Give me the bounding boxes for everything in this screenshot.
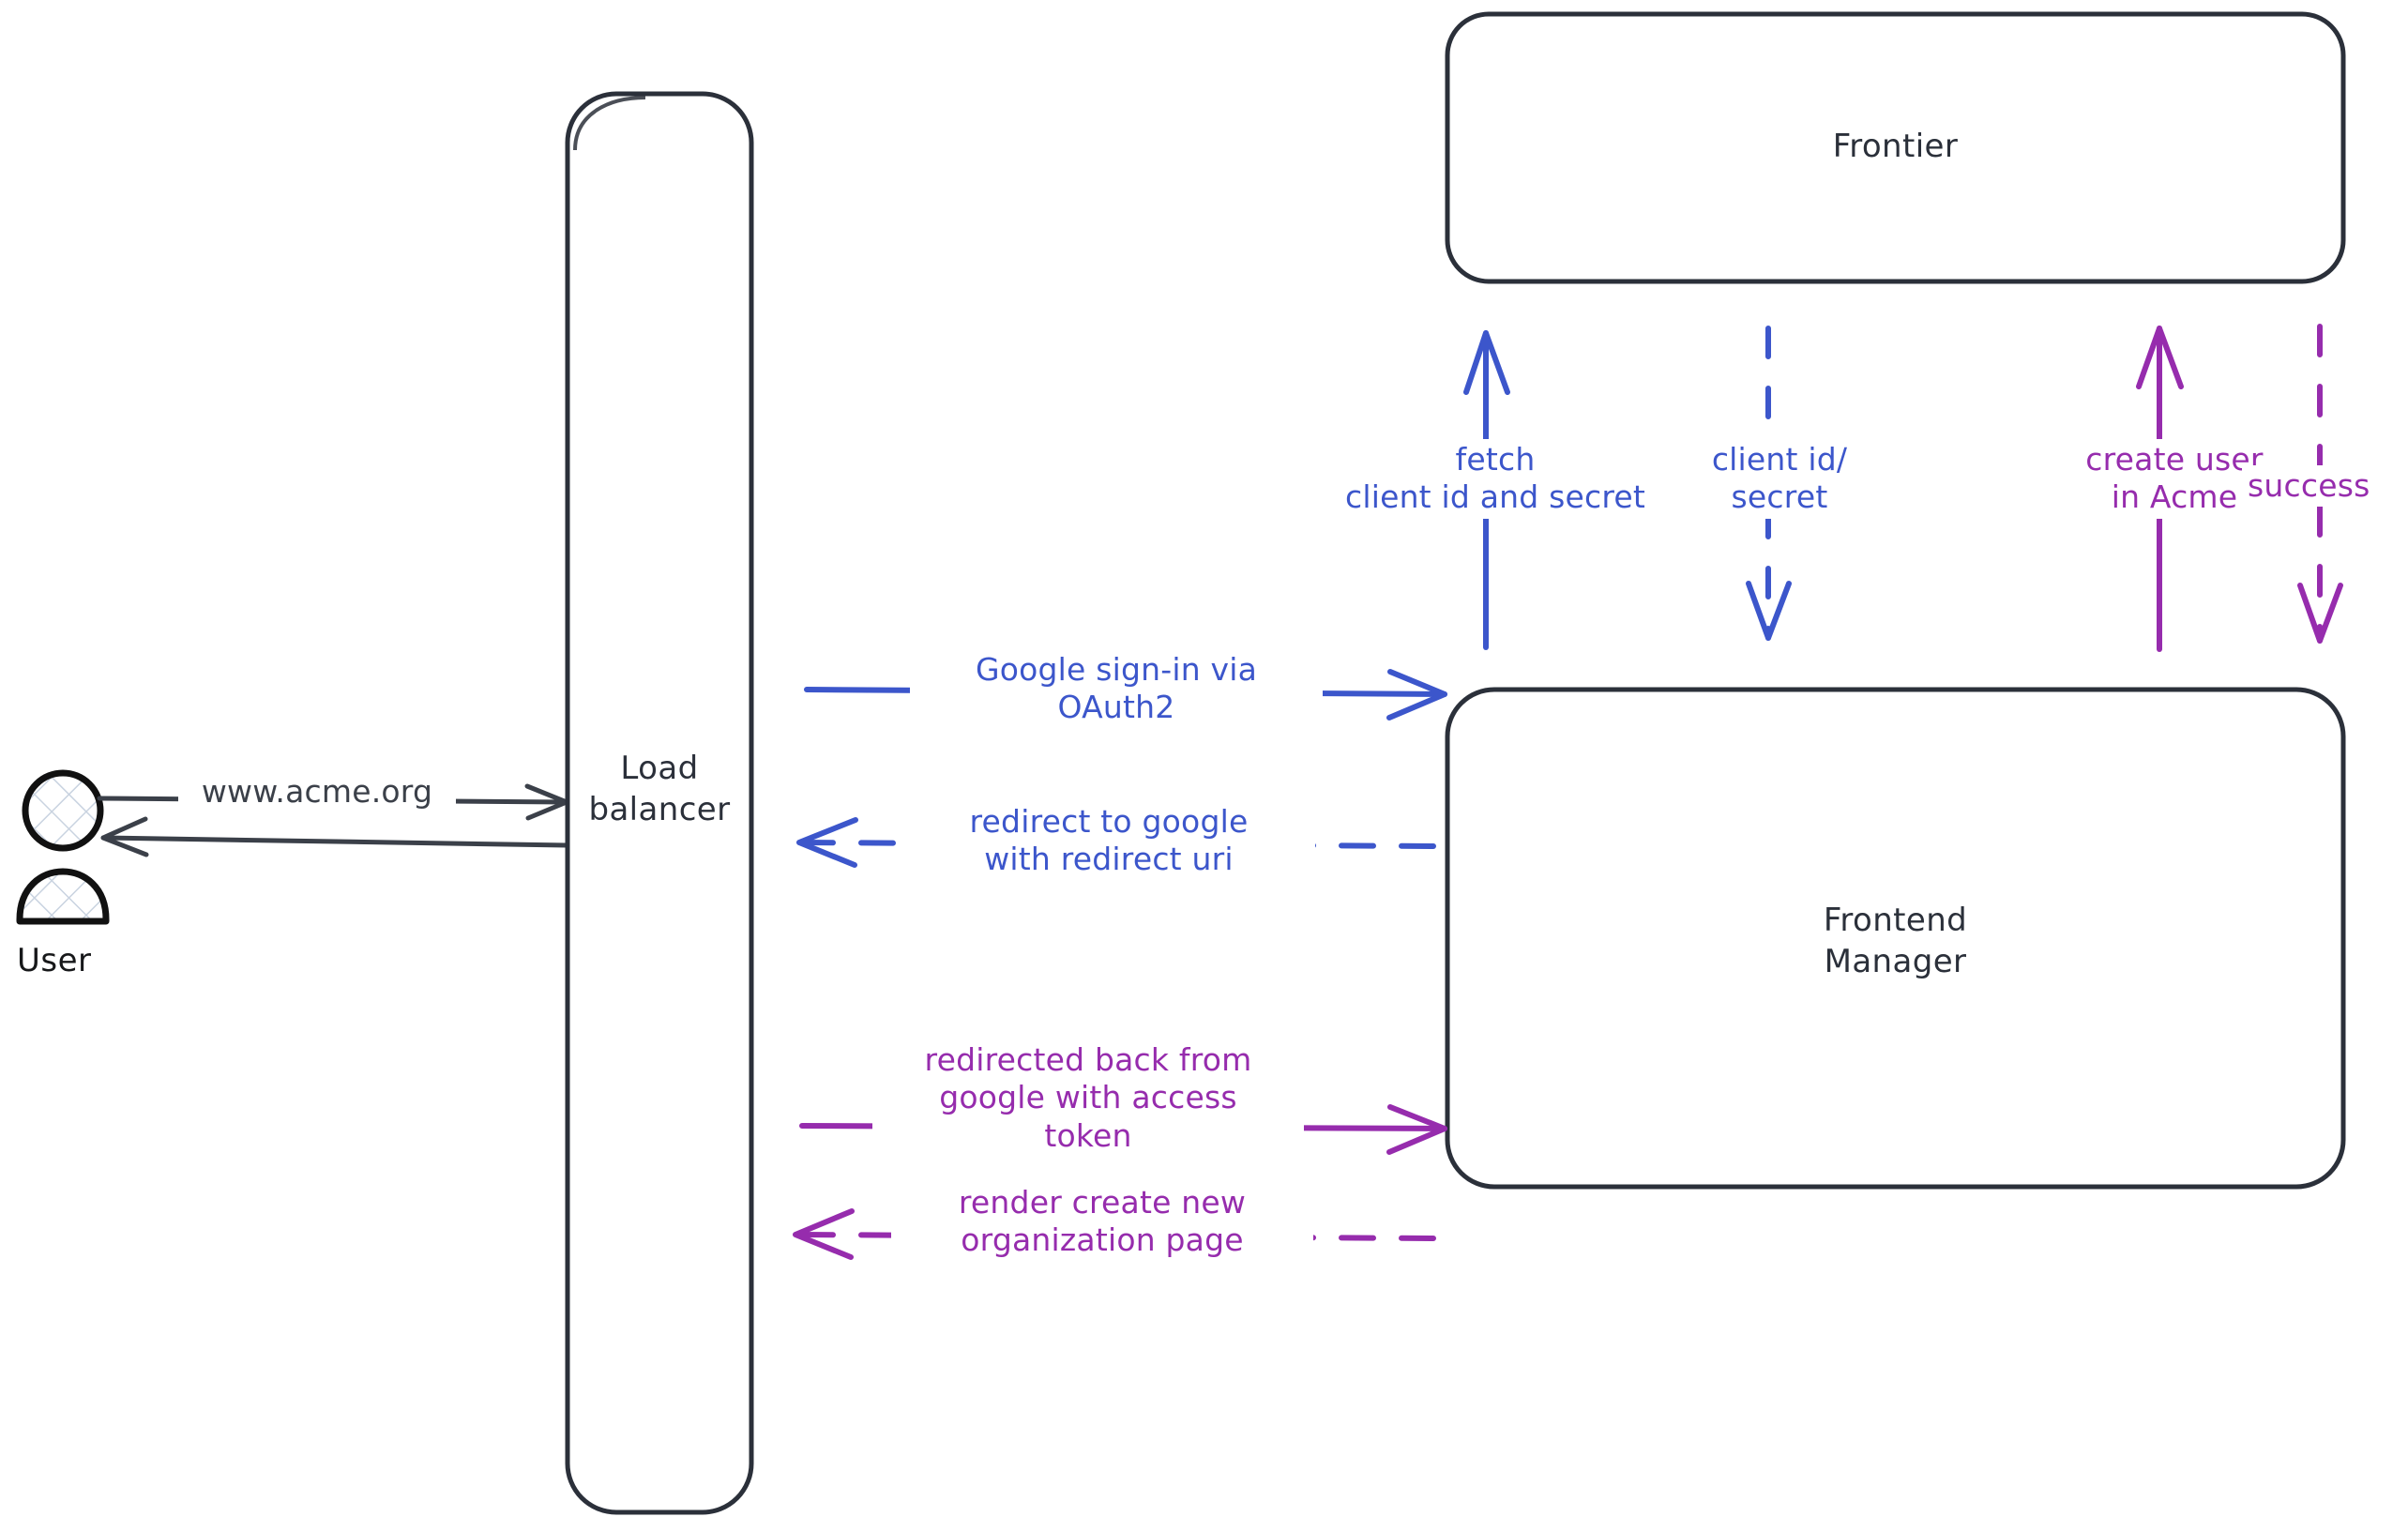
edge-fm-to-frontier-create <box>2136 326 2184 652</box>
node-frontend-manager[interactable] <box>1445 687 2346 1190</box>
edge-fm-to-lb-redirect <box>796 817 1436 868</box>
person-icon <box>16 769 110 925</box>
edge-fm-to-frontier-fetch <box>1463 330 1510 650</box>
edge-user-to-lb <box>97 783 569 821</box>
edge-frontier-to-fm-success <box>2297 324 2343 644</box>
edge-lb-to-fm-signin <box>804 669 1447 720</box>
node-frontier[interactable] <box>1445 11 2346 284</box>
edge-lb-to-fm-token <box>799 1104 1447 1155</box>
edge-fm-to-lb-render <box>793 1208 1436 1260</box>
edge-frontier-to-fm-creds <box>1746 326 1792 641</box>
node-load-balancer[interactable] <box>565 91 754 1515</box>
edge-lb-to-user <box>100 816 569 857</box>
actor-caption-user: User <box>17 942 92 979</box>
